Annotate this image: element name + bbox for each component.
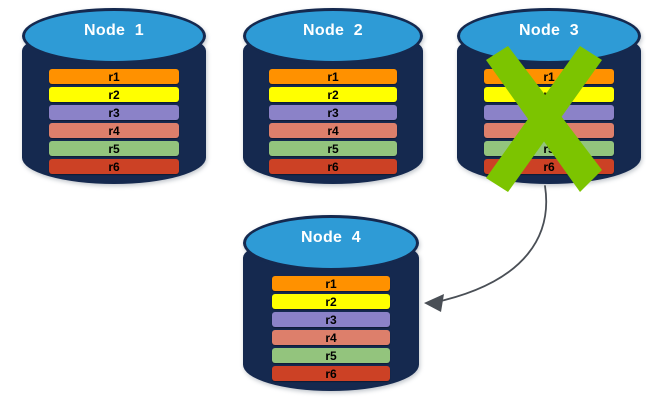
row-bar-r5[interactable]: r5	[269, 141, 397, 156]
node-4[interactable]: Node 4 r1 r2 r3 r4 r5 r6	[243, 215, 419, 391]
node-2[interactable]: Node 2 r1 r2 r3 r4 r5 r6	[243, 8, 423, 184]
cylinder-top	[22, 8, 206, 64]
row-bar-r3[interactable]: r3	[272, 312, 390, 327]
row-bar-r6[interactable]: r6	[49, 159, 179, 174]
cylinder-top	[457, 8, 641, 64]
row-bar-r3[interactable]: r3	[49, 105, 179, 120]
row-bar-r4[interactable]: r4	[269, 123, 397, 138]
row-bar-r4[interactable]: r4	[272, 330, 390, 345]
row-bar-r1[interactable]: r1	[272, 276, 390, 291]
row-bar-r5[interactable]: r5	[272, 348, 390, 363]
row-bar-r1[interactable]: r1	[484, 69, 614, 84]
row-bar-r3[interactable]: r3	[484, 105, 614, 120]
cylinder-top	[243, 8, 423, 64]
row-bar-r1[interactable]: r1	[49, 69, 179, 84]
row-bar-r5[interactable]: r5	[484, 141, 614, 156]
row-bar-r1[interactable]: r1	[269, 69, 397, 84]
row-bar-r6[interactable]: r6	[484, 159, 614, 174]
row-bar-r2[interactable]: r2	[484, 87, 614, 102]
row-stack: r1 r2 r3 r4 r5 r6	[49, 69, 179, 174]
row-bar-r5[interactable]: r5	[49, 141, 179, 156]
row-stack: r1 r2 r3 r4 r5 r6	[272, 276, 390, 381]
row-stack: r1 r2 r3 r4 r5 r6	[484, 69, 614, 174]
row-bar-r6[interactable]: r6	[269, 159, 397, 174]
node-1[interactable]: Node 1 r1 r2 r3 r4 r5 r6	[22, 8, 206, 184]
row-stack: r1 r2 r3 r4 r5 r6	[269, 69, 397, 174]
row-bar-r4[interactable]: r4	[484, 123, 614, 138]
row-bar-r2[interactable]: r2	[49, 87, 179, 102]
row-bar-r2[interactable]: r2	[272, 294, 390, 309]
node-3[interactable]: Node 3 r1 r2 r3 r4 r5 r6	[457, 8, 641, 184]
curved-arrow-icon	[424, 185, 548, 312]
row-bar-r6[interactable]: r6	[272, 366, 390, 381]
row-bar-r3[interactable]: r3	[269, 105, 397, 120]
row-bar-r4[interactable]: r4	[49, 123, 179, 138]
row-bar-r2[interactable]: r2	[269, 87, 397, 102]
cylinder-top	[243, 215, 419, 271]
